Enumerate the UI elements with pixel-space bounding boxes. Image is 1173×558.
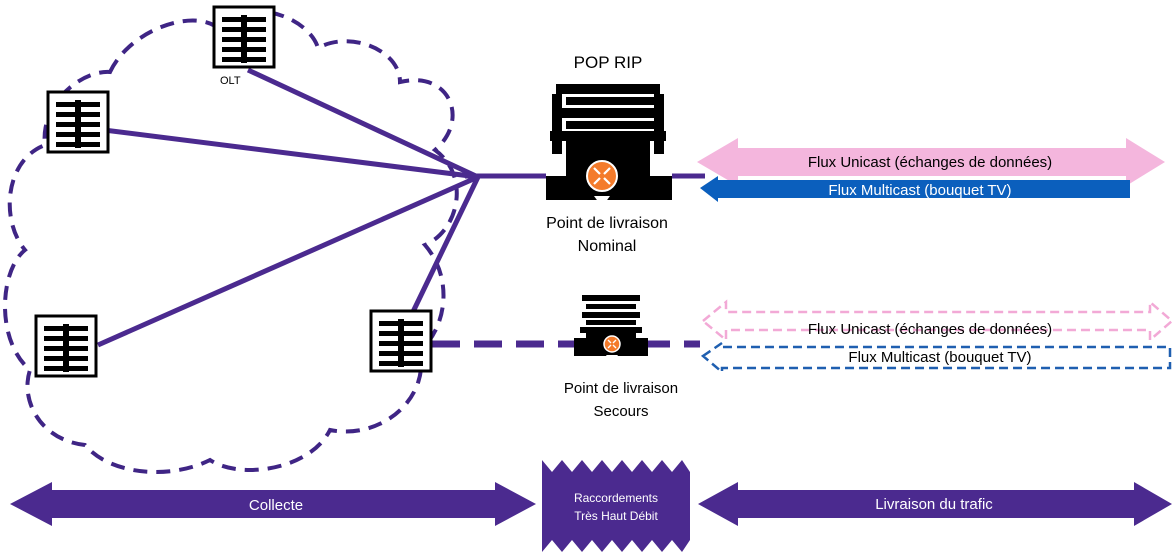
raccordements-bar [542, 460, 690, 552]
collect-network-cloud [3, 9, 459, 474]
secours-label-line1: Point de livraison [564, 380, 678, 397]
unicast-secours-label: Flux Unicast (échanges de données) [808, 321, 1052, 338]
multicast-secours-arrow [700, 340, 1172, 375]
nominal-label-line2: Nominal [578, 238, 637, 255]
collecte-bar [10, 482, 536, 526]
nominal-label-line1: Point de livraison [546, 215, 668, 232]
multicast-flow-label: Flux Multicast (bouquet TV) [828, 182, 1011, 199]
unicast-flow-arrow [697, 138, 1165, 186]
switch-icon [212, 5, 276, 69]
pop-title: POP RIP [574, 53, 643, 72]
router-icon [586, 160, 618, 207]
switch-icon [34, 314, 98, 378]
collect-links [87, 67, 705, 348]
switch-icon [369, 309, 433, 373]
olt-label: OLT [220, 75, 241, 87]
livraison-bar [698, 482, 1172, 526]
raccordements-label-line1: Raccordements [574, 491, 658, 505]
livraison-label: Livraison du trafic [875, 496, 993, 513]
unicast-flow-label: Flux Unicast (échanges de données) [808, 154, 1052, 171]
collecte-label: Collecte [249, 497, 303, 514]
switch-icon [46, 90, 110, 154]
raccordements-label-line2: Très Haut Débit [574, 509, 658, 523]
router-icon [603, 335, 621, 364]
unicast-secours-arrow [701, 299, 1173, 343]
multicast-flow-arrow [700, 176, 1130, 202]
secours-label-line2: Secours [593, 403, 648, 420]
multicast-secours-label: Flux Multicast (bouquet TV) [848, 349, 1031, 366]
